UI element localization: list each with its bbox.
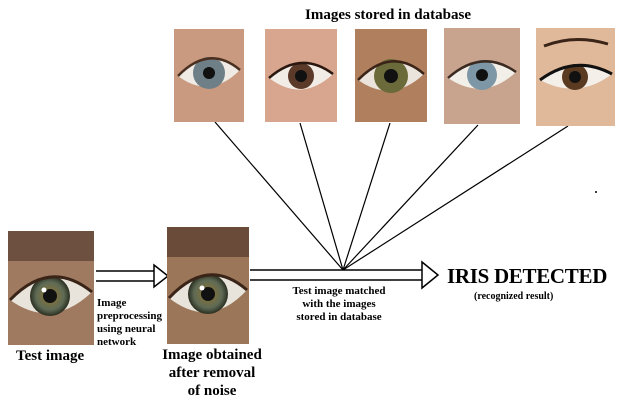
database-title: Images stored in database bbox=[305, 6, 471, 24]
arrow-preprocessing bbox=[96, 265, 168, 287]
database-eye-5 bbox=[536, 28, 615, 126]
result-subtitle: (recognized result) bbox=[474, 290, 553, 303]
processed-label-line-1: Image obtained bbox=[162, 346, 262, 364]
preprocessing-caption-line-2: preprocessing bbox=[97, 310, 162, 323]
db-connector-lines bbox=[215, 122, 568, 270]
test-image-label: Test image bbox=[16, 347, 84, 365]
result-title: IRIS DETECTED bbox=[447, 264, 607, 288]
processed-image-label: Image obtained after removal of noise bbox=[162, 346, 262, 400]
connector-line-2 bbox=[300, 123, 343, 270]
database-eye-4 bbox=[444, 28, 520, 124]
connector-line-5 bbox=[343, 126, 568, 270]
database-eye-1 bbox=[174, 29, 244, 122]
match-caption-line-1: Test image matched bbox=[280, 285, 398, 298]
connector-line-4 bbox=[343, 125, 478, 270]
test-eye-image bbox=[8, 231, 94, 345]
preprocessing-caption: Image preprocessing using neural network bbox=[97, 297, 162, 349]
match-caption: Test image matched with the images store… bbox=[280, 285, 398, 324]
connector-line-3 bbox=[343, 123, 390, 270]
processed-eye-image bbox=[167, 227, 249, 344]
processed-label-line-2: after removal bbox=[162, 364, 262, 382]
stray-dot bbox=[595, 191, 597, 193]
preprocessing-caption-line-3: using neural bbox=[97, 323, 162, 336]
preprocessing-caption-line-4: network bbox=[97, 336, 162, 349]
processed-label-line-3: of noise bbox=[162, 382, 262, 400]
preprocessing-caption-line-1: Image bbox=[97, 297, 162, 310]
match-caption-line-3: stored in database bbox=[280, 311, 398, 324]
match-caption-line-2: with the images bbox=[280, 298, 398, 311]
database-eye-3 bbox=[355, 29, 427, 122]
database-eye-2 bbox=[265, 29, 337, 122]
